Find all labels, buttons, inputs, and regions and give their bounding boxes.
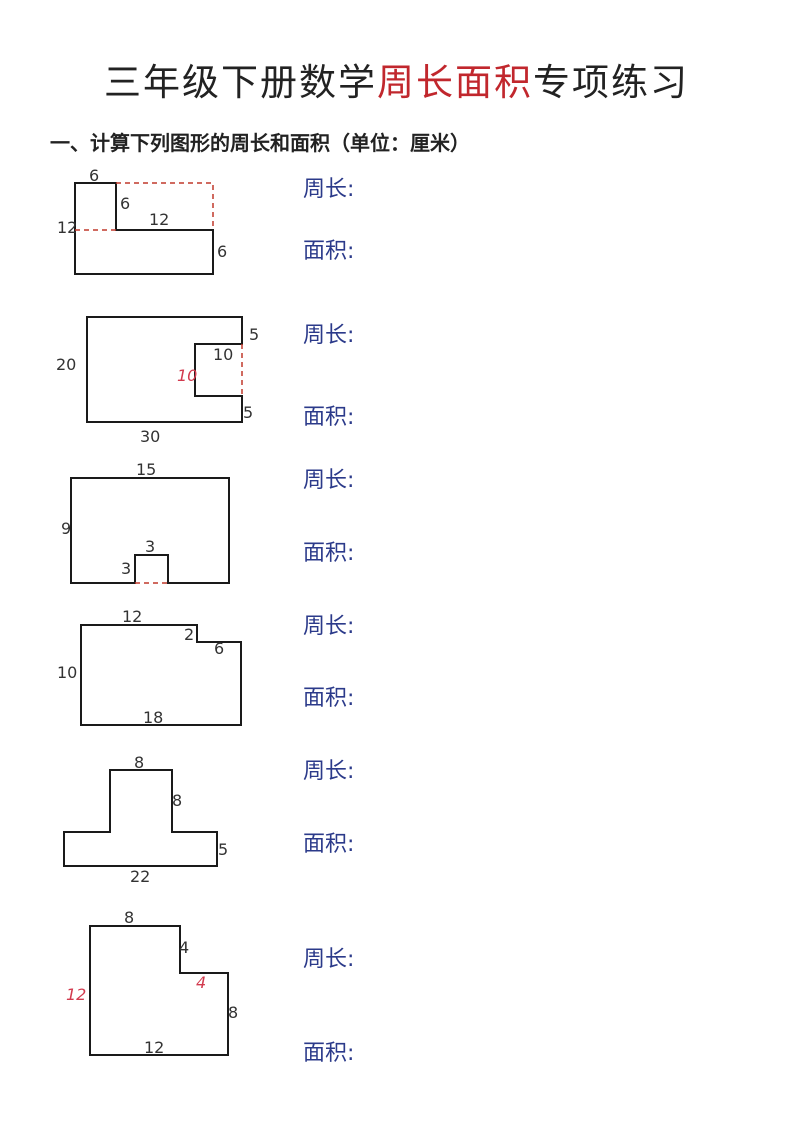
title-part1: 三年级下册数学: [104, 61, 377, 104]
perimeter-label-1: 周长:: [303, 177, 355, 202]
figure-6-label: 8: [228, 1003, 238, 1022]
figure-2-label: 5: [243, 403, 253, 422]
perimeter-label-3: 周长:: [303, 468, 355, 493]
figure-1-label: 6: [89, 166, 99, 185]
figure-6-label: 4: [179, 938, 189, 957]
figure-3-label: 3: [121, 559, 131, 578]
figure-5-label: 8: [134, 753, 144, 772]
figure-3-label: 15: [136, 460, 156, 479]
figure-6-shape: [89, 925, 229, 1056]
figure-6-label-red: 4: [196, 973, 206, 992]
figure-2-label: 10: [213, 345, 233, 364]
figure-2-label: 20: [56, 355, 76, 374]
figure-1-label: 6: [120, 194, 130, 213]
title-part2: 专项练习: [533, 61, 689, 104]
perimeter-label-4: 周长:: [303, 614, 355, 639]
area-label-3: 面积:: [303, 541, 355, 566]
title-highlight: 周长面积: [377, 61, 533, 104]
figure-5-shape: [63, 769, 218, 867]
figure-2-label-red: 10: [177, 366, 197, 385]
figure-4-label: 6: [214, 639, 224, 658]
figure-3-label: 9: [61, 519, 71, 538]
figure-4-shape: [80, 624, 242, 726]
figure-5-label: 22: [130, 867, 150, 886]
area-label-1: 面积:: [303, 239, 355, 264]
perimeter-label-5: 周长:: [303, 759, 355, 784]
instruction: 一、计算下列图形的周长和面积（单位：厘米）: [50, 131, 470, 155]
figure-4-label: 10: [57, 663, 77, 682]
figure-1-shape: [74, 182, 214, 275]
figure-3: 15 9 3 3: [61, 460, 230, 584]
page-title: 三年级下册数学周长面积专项练习: [0, 52, 793, 106]
figure-1-label: 12: [149, 210, 169, 229]
figure-1-label: 6: [217, 242, 227, 261]
figure-1: 6 6 12 12 6: [57, 166, 227, 275]
figure-5-label: 8: [172, 791, 182, 810]
figure-6-label-red: 12: [66, 985, 86, 1004]
figure-4-label: 2: [184, 625, 194, 644]
figure-2: 20 5 10 10 5 30: [56, 316, 259, 446]
figure-6: 8 4 4 12 8 12: [66, 908, 238, 1057]
area-label-2: 面积:: [303, 405, 355, 430]
area-label-4: 面积:: [303, 686, 355, 711]
figure-6-label: 12: [144, 1038, 164, 1057]
figure-3-label: 3: [145, 537, 155, 556]
perimeter-label-6: 周长:: [303, 947, 355, 972]
figure-3-shape: [70, 477, 230, 584]
area-label-5: 面积:: [303, 832, 355, 857]
figure-6-label: 8: [124, 908, 134, 927]
figure-4-label: 18: [143, 708, 163, 727]
figure-4-label: 12: [122, 607, 142, 626]
figure-1-dash-top: [116, 182, 214, 230]
figure-1-label: 12: [57, 218, 77, 237]
area-label-6: 面积:: [303, 1041, 355, 1066]
figure-2-shape: [86, 316, 243, 423]
figure-4: 12 2 6 10 18: [57, 607, 242, 727]
perimeter-label-2: 周长:: [303, 323, 355, 348]
figure-2-label: 30: [140, 427, 160, 446]
figure-2-label: 5: [249, 325, 259, 344]
figure-5: 8 8 5 22: [63, 753, 228, 886]
figure-5-label: 5: [218, 840, 228, 859]
